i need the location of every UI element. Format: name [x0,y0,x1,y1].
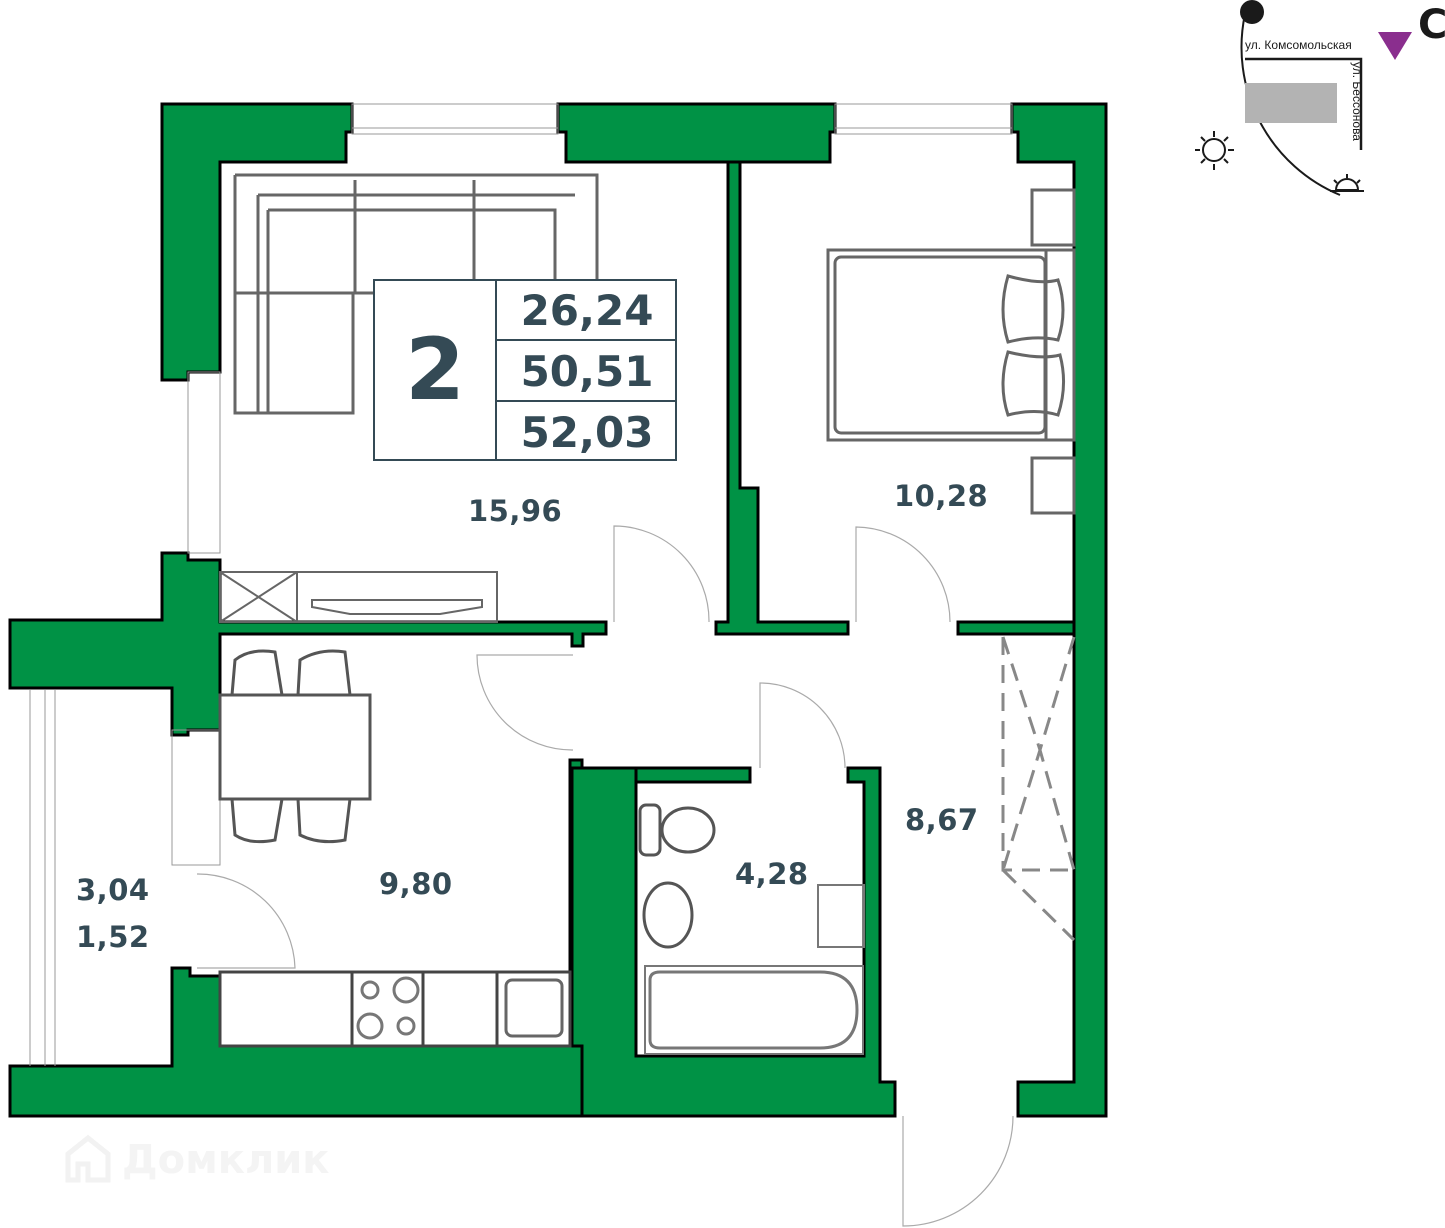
room-area-balcony-reduced: 1,52 [76,920,150,954]
nightstand-bottom [1030,456,1076,515]
orientation-diagram [1195,0,1412,196]
wall-bathroom-top [634,766,752,784]
door-bedroom [855,526,951,623]
door-entrance [902,1115,1014,1227]
room-area-living-room: 15,96 [468,494,563,528]
building [1245,83,1337,123]
room-area-balcony: 3,04 [76,873,150,907]
wall-bathroom [570,766,897,1118]
room-area-bathroom: 4,28 [735,857,809,891]
apartment-summary: 2 26,24 50,51 52,03 [373,279,677,461]
wall-left-middle [8,551,608,737]
pillow [1001,350,1065,417]
wall-right [1010,102,1108,1118]
watermark: Домклик [62,1134,329,1186]
wall-top-middle [556,102,837,164]
bed [826,248,1076,442]
dining-table [218,693,372,801]
wall-bedroom-bottom [956,620,1076,636]
door-bathroom [759,682,846,769]
stove [356,976,420,1040]
street-line [1245,57,1363,150]
living-area: 26,24 [497,281,677,341]
chair [296,798,352,844]
washbasin [642,881,694,949]
street-label-top: ул. Комсомольская [1245,38,1352,52]
nightstand-top [1030,188,1076,247]
tv-stand [296,571,498,623]
bathtub [644,965,864,1055]
door-living [613,525,710,623]
counter [218,970,572,1048]
house-logo-icon [65,1134,111,1183]
street-label-right: ул. Бессонова [1350,62,1364,141]
north-arrow-icon [1378,32,1412,60]
pillow [1001,274,1065,344]
wall-bedroom-left [714,160,850,636]
window-left [187,371,221,554]
washing-machine [817,884,865,948]
sunrise-icon [1330,174,1364,192]
rooms-count: 2 [375,281,497,459]
room-area-hallway: 8,67 [905,803,979,837]
chair [230,649,284,696]
tv [311,599,483,615]
room-area-kitchen: 9,80 [379,867,453,901]
room-area-bedroom: 10,28 [894,479,989,513]
watermark-text: Домклик [122,1137,330,1183]
door-kitchen [476,654,574,751]
sink [504,978,564,1038]
chair [296,649,352,696]
total-area: 50,51 [497,342,677,402]
window-kitchen [171,729,221,866]
window-top-right [834,103,1013,135]
window-top-left [351,103,559,135]
total-area-with-balcony: 52,03 [520,407,654,457]
door-balcony [196,873,296,969]
moon-icon [1240,0,1264,24]
sun-icon [1195,131,1234,170]
sofa [233,173,599,415]
north-label: С [1418,2,1445,48]
chair [230,798,284,844]
toilet [660,806,716,854]
wardrobe [1001,636,1076,942]
